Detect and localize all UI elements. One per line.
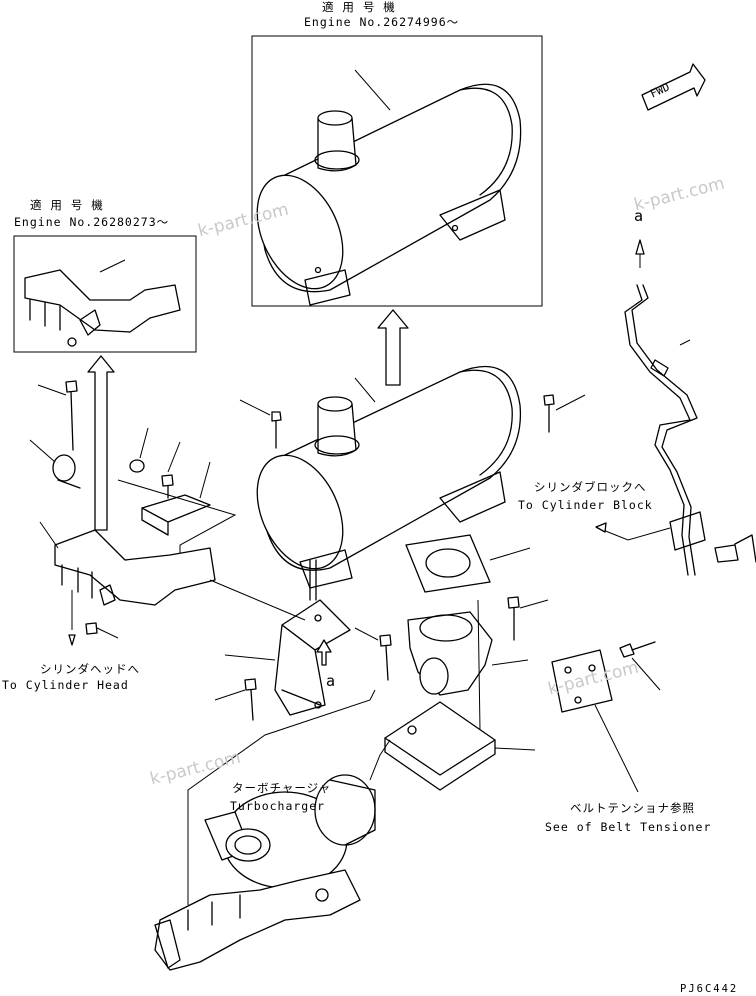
inset-top-engine-no: Engine No.26274996～ bbox=[304, 15, 460, 29]
turbocharger-jp: ターボチャージャ bbox=[232, 781, 332, 795]
fwd-marker bbox=[641, 63, 706, 111]
turbocharger-en: Turbocharger bbox=[230, 799, 326, 813]
arrow-up-a bbox=[635, 239, 645, 255]
bolt-muffler-left bbox=[239, 399, 282, 449]
gasket bbox=[405, 534, 531, 593]
leader-bracket-link bbox=[209, 579, 306, 621]
inset-left-title: 適 用 号 機 bbox=[30, 198, 104, 212]
turbocharger bbox=[204, 774, 376, 889]
adapter-plate bbox=[384, 701, 536, 791]
bolt-muffler-right bbox=[543, 394, 586, 433]
pipe-right bbox=[624, 284, 706, 576]
cylinder-block-en: To Cylinder Block bbox=[518, 498, 653, 512]
exhaust-manifold bbox=[154, 869, 361, 971]
ref-a-center: a bbox=[326, 672, 336, 690]
arrow-down-cylinder-head bbox=[68, 634, 76, 646]
support-bracket bbox=[224, 559, 351, 716]
belt-tensioner-bracket bbox=[551, 649, 639, 793]
nut-small bbox=[129, 427, 149, 473]
belt-tensioner-jp: ベルトテンショナ参照 bbox=[570, 801, 695, 815]
bracket-left-main bbox=[39, 521, 216, 606]
belt-tensioner-en: See of Belt Tensioner bbox=[545, 820, 712, 834]
arrow-cylinder-block bbox=[595, 522, 607, 533]
bracket-plate-small bbox=[117, 461, 237, 565]
cylinder-head-en: To Cylinder Head bbox=[2, 678, 129, 692]
bolt-long-left bbox=[37, 380, 78, 451]
leader-turbo-right bbox=[369, 739, 391, 781]
inset-box-top bbox=[251, 35, 543, 307]
bolt-right bbox=[714, 534, 756, 563]
cylinder-block-jp: シリンダブロックへ bbox=[534, 480, 647, 494]
bolt-tensioner bbox=[619, 641, 661, 691]
bolt-elbow-left bbox=[354, 627, 392, 681]
ref-a-right: a bbox=[634, 207, 644, 225]
figure-code: PJ6C442 bbox=[680, 983, 739, 995]
cylinder-head-jp: シリンダヘッドへ bbox=[40, 662, 140, 676]
leader-elbow-plate bbox=[477, 599, 481, 731]
inset-left-engine-no: Engine No.26280273～ bbox=[14, 215, 170, 229]
exhaust-elbow bbox=[407, 611, 529, 696]
muffler-main bbox=[256, 365, 522, 589]
clamp-left bbox=[29, 439, 81, 489]
bolt-bracket-lower bbox=[214, 678, 257, 721]
inset-box-left bbox=[13, 235, 197, 353]
bolt-short bbox=[161, 441, 181, 499]
inset-top-title: 適 用 号 機 bbox=[322, 0, 396, 14]
arrow-to-inset-left bbox=[87, 355, 115, 531]
leader-cylinder-block bbox=[597, 527, 671, 541]
bolt-elbow-right bbox=[507, 596, 549, 641]
arrow-to-inset-top bbox=[377, 309, 409, 386]
bolt-bracket-left bbox=[85, 622, 119, 639]
leader-turbo-left bbox=[187, 689, 376, 905]
